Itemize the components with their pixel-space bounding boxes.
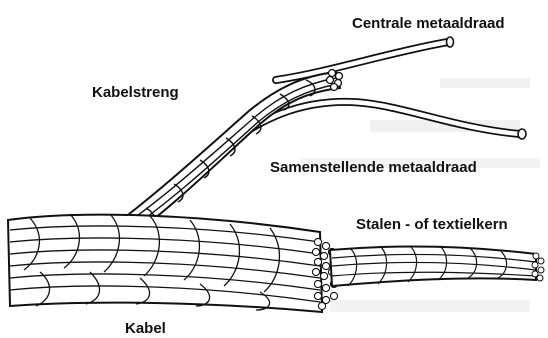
central-wire: [276, 37, 454, 80]
label-core: Stalen - of textielkern: [356, 216, 508, 233]
cable-core: [330, 246, 544, 286]
cable-body: [8, 214, 338, 312]
label-strand: Kabelstreng: [92, 84, 179, 101]
label-cable: Kabel: [125, 320, 166, 337]
label-central-wire: Centrale metaaldraad: [352, 15, 505, 32]
label-component-wire: Samenstellende metaaldraad: [270, 159, 477, 176]
